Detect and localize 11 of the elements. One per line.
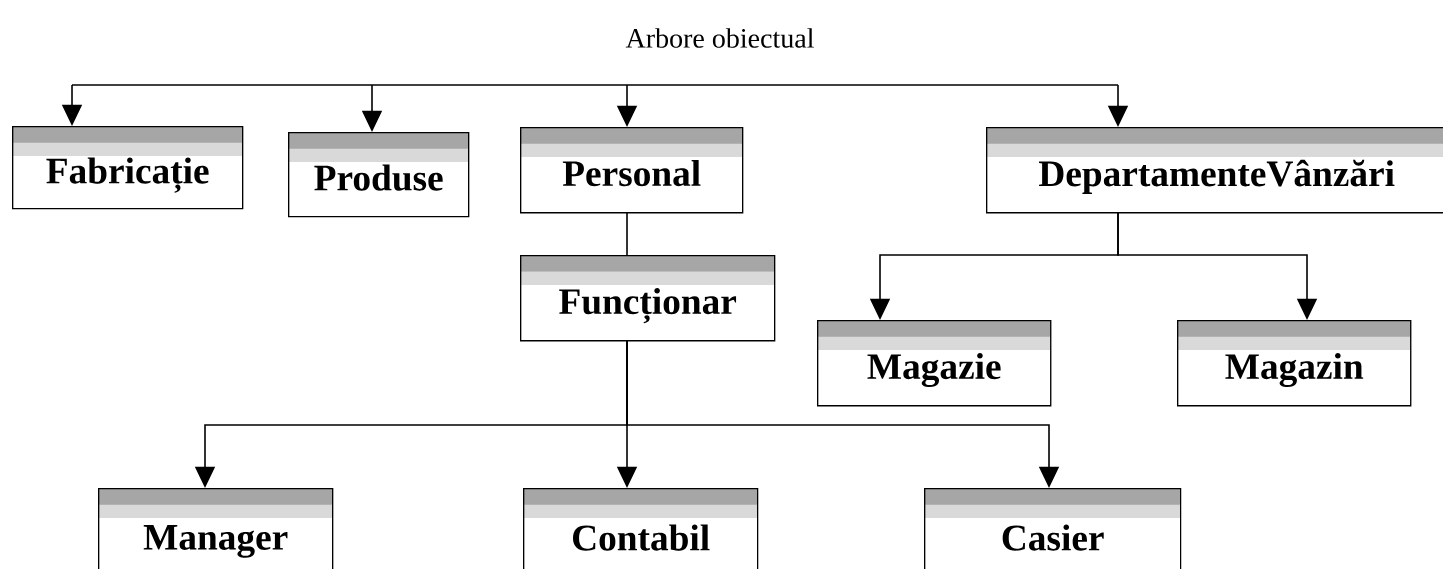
class-box: Magazin	[1177, 320, 1412, 407]
class-box: Manager	[98, 488, 334, 569]
class-box: Magazie	[817, 320, 1052, 407]
class-box: Contabil	[523, 488, 759, 569]
class-box: Fabricație	[12, 126, 244, 210]
class-box: Casier	[924, 488, 1182, 569]
title: Arbore obiectual	[625, 28, 814, 48]
class-box: Funcționar	[520, 255, 776, 342]
class-box: DepartamenteVânzări	[986, 127, 1443, 214]
class-box: Produse	[288, 132, 470, 218]
class-box: Personal	[520, 127, 744, 214]
